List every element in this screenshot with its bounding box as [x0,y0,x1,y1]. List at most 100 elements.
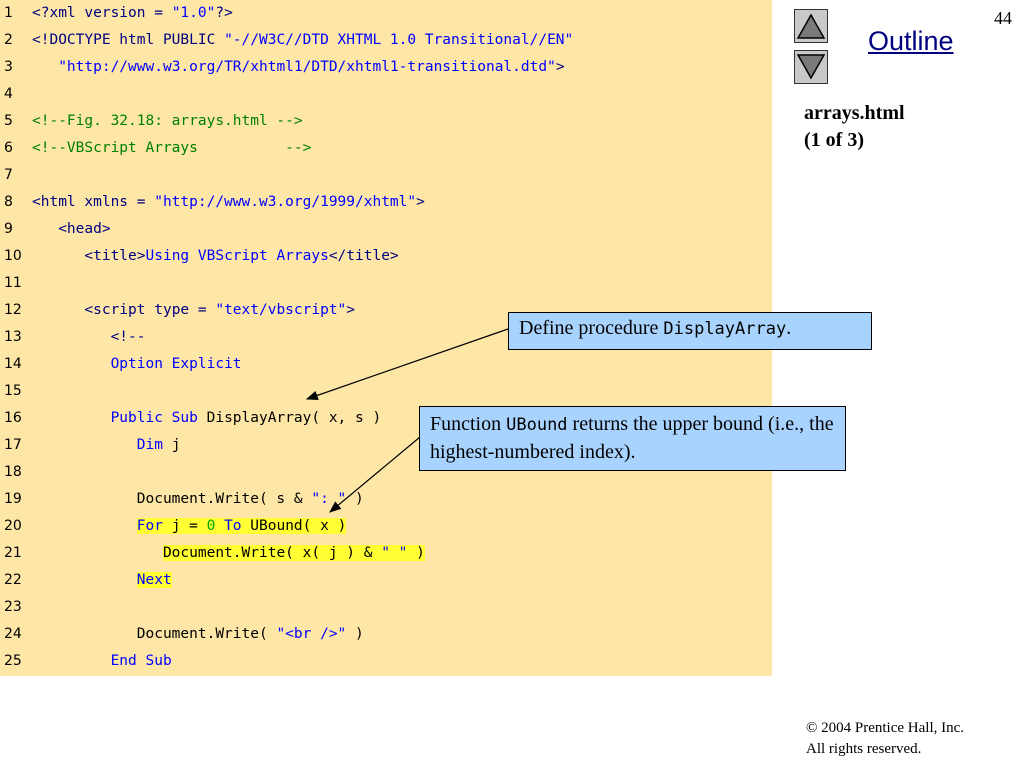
code-text: <!--Fig. 32.18: arrays.html --> [32,108,303,135]
line-number: 5 [4,113,13,129]
line-number: 23 [4,599,22,615]
code-token: j = [171,518,207,534]
code-text: <script type = "text/vbscript"> [32,297,355,324]
code-token: "<br />" [276,626,347,642]
copyright: © 2004 Prentice Hall, Inc. All rights re… [806,718,964,760]
line-number: 7 [4,167,13,183]
callout-displayarray: Define procedure DisplayArray. [508,312,872,350]
code-text: Next [32,567,172,594]
code-token: > [416,194,425,210]
outline-link[interactable]: Outline [868,26,954,56]
code-text: Option Explicit [32,351,242,378]
line-number: 13 [4,329,22,345]
line-number: 10 [4,248,22,264]
code-token: </title> [328,248,399,264]
line-number: 4 [4,86,13,102]
code-token: "1.0" [171,5,216,21]
code-text: Document.Write( x( j ) & " " ) [32,540,425,567]
code-text: Document.Write( s & ": " ) [32,486,364,513]
callout-arrow-1 [305,328,509,400]
code-text: <head> [32,216,111,243]
code-token: <!--VBScript Arrays --> [32,140,312,156]
code-token: Public Sub [110,410,207,426]
callout-1-text: Define procedure [519,317,664,339]
code-token: <head> [58,221,111,237]
page-number: 44 [994,8,1012,28]
code-text: End Sub [32,648,172,675]
highlighted-code: Next [136,572,172,588]
code-token: <?xml version = [32,5,172,21]
copyright-line-1: © 2004 Prentice Hall, Inc. [806,720,965,736]
code-token: "-//W3C//DTD XHTML 1.0 Transitional//EN" [224,32,574,48]
line-number: 9 [4,221,13,237]
line-number: 20 [4,518,22,534]
callout-2-end: returns the upper bound (i.e., the highe… [430,413,834,463]
code-token: Document.Write( x( j ) & [162,545,382,561]
line-number: 1 [4,5,13,21]
code-token: > [346,302,356,318]
line-number: 17 [4,437,22,453]
callout-2-text: Function [430,413,507,435]
code-token: 0 [206,518,216,534]
copyright-line-2: All rights reserved. [806,741,922,757]
code-token: <!DOCTYPE html PUBLIC [32,32,225,48]
up-triangle-icon [796,13,826,39]
code-token: Document.Write( s & [32,491,312,507]
callout-2-code: UBound [506,415,568,435]
code-token: Dim [136,437,172,453]
file-title-part: (1 of 3) [804,129,864,151]
highlighted-code: Document.Write( x( j ) & " " ) [162,545,425,561]
line-number: 14 [4,356,22,372]
code-token: Document.Write( [32,626,277,642]
callout-1-code: DisplayArray [663,319,787,339]
callout-1-end: . [786,317,792,339]
code-token: ) [407,545,425,561]
code-text: For j = 0 To UBound( x ) [32,513,347,540]
code-token: ?> [215,5,233,21]
line-number: 15 [4,383,22,399]
code-text: <title>Using VBScript Arrays</title> [32,243,399,270]
code-text: <html xmlns = "http://www.w3.org/1999/xh… [32,189,425,216]
code-text: <!-- [32,324,146,351]
highlighted-code: For j = 0 To UBound( x ) [136,518,347,534]
line-number: 16 [4,410,22,426]
line-number: 25 [4,653,22,669]
line-number: 18 [4,464,22,480]
line-number: 11 [4,275,22,291]
code-token: UBound( x ) [250,518,347,534]
code-text: <?xml version = "1.0"?> [32,0,233,27]
line-number: 19 [4,491,22,507]
code-token: <!-- [110,329,146,345]
code-text: Public Sub DisplayArray( x, s ) [32,405,382,432]
next-slide-button[interactable] [794,50,828,84]
code-token: Next [136,572,172,588]
previous-slide-button[interactable] [794,9,828,43]
code-text: Document.Write( "<br />" ) [32,621,364,648]
code-token: > [555,59,565,75]
code-token: ": " [311,491,347,507]
code-token: ) [346,491,364,507]
code-token: j [171,437,181,453]
code-token: Option Explicit [110,356,242,372]
line-number: 21 [4,545,22,561]
line-number: 3 [4,59,13,75]
code-token: "http://www.w3.org/1999/xhtml" [154,194,417,210]
code-token: <html xmlns = [32,194,155,210]
callout-ubound: Function UBound returns the upper bound … [419,406,846,471]
callout-arrow-2 [329,436,421,513]
code-text: "http://www.w3.org/TR/xhtml1/DTD/xhtml1-… [32,54,565,81]
line-number: 2 [4,32,13,48]
code-token: To [224,518,251,534]
code-token: "http://www.w3.org/TR/xhtml1/DTD/xhtml1-… [58,59,556,75]
code-token: <!--Fig. 32.18: arrays.html --> [32,113,303,129]
code-token: " " [381,545,408,561]
line-number: 24 [4,626,22,642]
line-number: 12 [4,302,22,318]
code-text: <!DOCTYPE html PUBLIC "-//W3C//DTD XHTML… [32,27,573,54]
code-token: For [136,518,172,534]
line-number: 6 [4,140,13,156]
file-title-name: arrays.html [804,102,905,124]
code-token: "text/vbscript" [215,302,347,318]
code-token: End Sub [110,653,172,669]
